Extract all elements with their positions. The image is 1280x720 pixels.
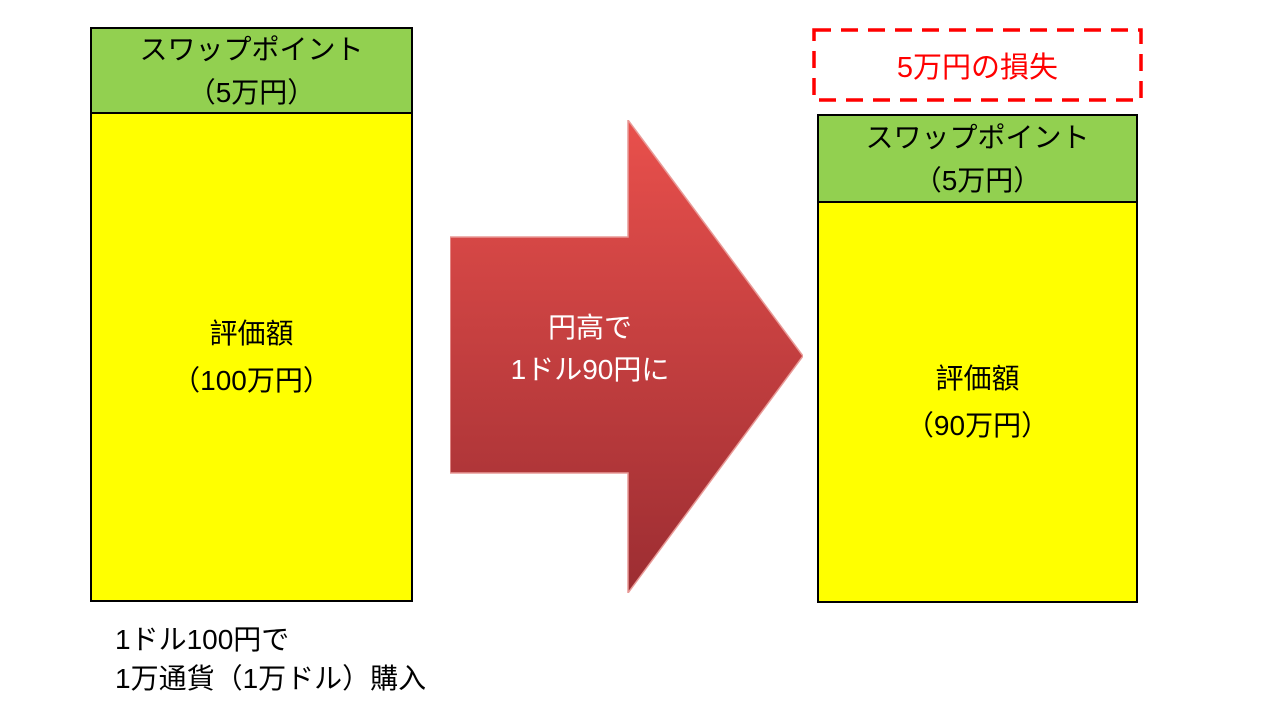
before-swap-point-amount: （5万円） bbox=[187, 76, 316, 108]
before-valuation-segment: 評価額 （100万円） bbox=[92, 114, 411, 600]
arrow-shape bbox=[450, 120, 803, 593]
after-swap-point-amount: （5万円） bbox=[913, 164, 1042, 196]
after-valuation-amount: （90万円） bbox=[905, 410, 1050, 441]
after-bar: スワップポイント （5万円） 評価額 （90万円） bbox=[817, 114, 1138, 603]
after-swap-point-segment: スワップポイント （5万円） bbox=[819, 116, 1136, 203]
before-bar: スワップポイント （5万円） 評価額 （100万円） bbox=[90, 27, 413, 602]
after-valuation-label: 評価額 bbox=[935, 363, 1020, 394]
before-valuation-label: 評価額 bbox=[209, 318, 294, 349]
loss-label: 5万円の損失 bbox=[896, 52, 1059, 84]
before-swap-point-segment: スワップポイント （5万円） bbox=[92, 29, 411, 114]
purchase-caption-line2: 1万通貨（1万ドル）購入 bbox=[115, 663, 427, 694]
loss-callout-border bbox=[812, 28, 1143, 102]
purchase-caption: 1ドル100円で 1万通貨（1万ドル）購入 bbox=[115, 620, 426, 698]
purchase-caption-line1: 1ドル100円で bbox=[115, 624, 290, 655]
arrow-label-line2: 1ドル90円に bbox=[510, 354, 670, 385]
after-valuation-segment: 評価額 （90万円） bbox=[819, 203, 1136, 601]
yen-appreciation-arrow bbox=[450, 120, 803, 593]
before-swap-point-label-line1: スワップポイント bbox=[139, 33, 364, 65]
arrow-label-line1: 円高で bbox=[547, 312, 632, 343]
loss-callout: 5万円の損失 bbox=[812, 28, 1143, 102]
arrow-label: 円高で 1ドル90円に bbox=[450, 307, 730, 391]
before-valuation-amount: （100万円） bbox=[172, 365, 331, 396]
after-swap-point-label-line1: スワップポイント bbox=[865, 121, 1090, 153]
